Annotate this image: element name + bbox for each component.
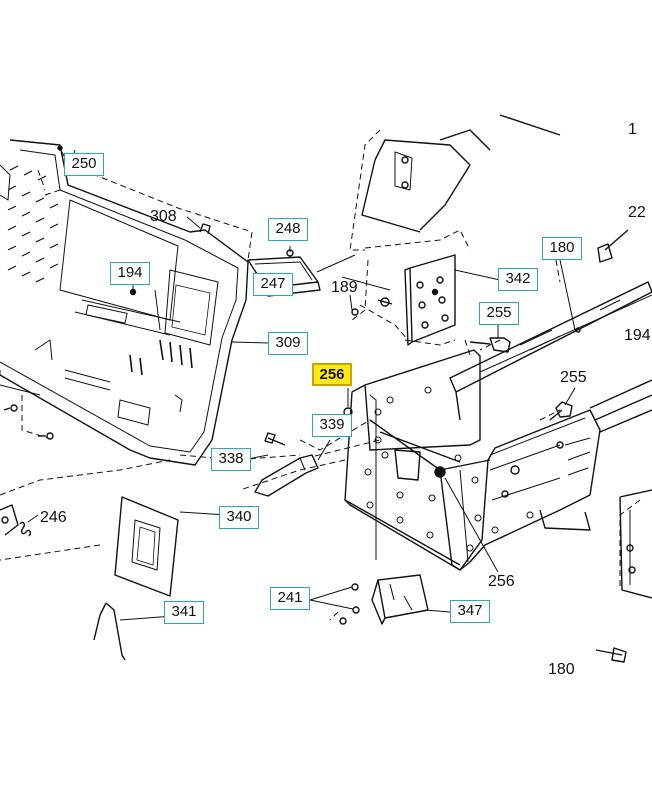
callout-194[interactable]: 194 — [110, 262, 150, 285]
label-194-right[interactable]: 194 — [624, 327, 651, 344]
label-1-top[interactable]: 1 — [628, 121, 637, 138]
callout-189[interactable]: 189 — [331, 279, 358, 296]
callout-255-upper[interactable]: 255 — [479, 302, 519, 325]
callout-247[interactable]: 247 — [253, 273, 293, 296]
callout-342[interactable]: 342 — [498, 268, 538, 291]
part-180-rail — [449, 281, 652, 421]
top-bracket — [361, 114, 561, 233]
part-241-screws — [309, 583, 360, 625]
callout-339[interactable]: 339 — [312, 414, 352, 437]
label-180-bottom[interactable]: 180 — [548, 661, 575, 678]
lower-rail — [589, 379, 652, 433]
callout-341[interactable]: 341 — [164, 601, 204, 624]
part-255-upper — [469, 337, 511, 353]
part-189 — [351, 297, 393, 316]
part-342 — [404, 254, 456, 346]
callout-241[interactable]: 241 — [270, 587, 310, 610]
part-340 — [114, 496, 179, 597]
label-22[interactable]: 22 — [628, 204, 646, 221]
part-308 — [199, 223, 211, 235]
part-22 — [597, 229, 629, 263]
part-339 — [254, 407, 353, 497]
callout-248[interactable]: 248 — [268, 218, 308, 241]
part-341 — [93, 602, 126, 661]
callout-309[interactable]: 309 — [268, 332, 308, 355]
right-edge-bracket — [619, 489, 652, 599]
label-246[interactable]: 246 — [40, 509, 67, 526]
callout-308[interactable]: 308 — [150, 208, 177, 225]
callout-250[interactable]: 250 — [64, 153, 104, 176]
part-255-lower — [549, 401, 573, 421]
callout-338[interactable]: 338 — [211, 448, 251, 471]
part-246 — [0, 504, 31, 537]
callout-340[interactable]: 340 — [219, 506, 259, 529]
callout-180[interactable]: 180 — [542, 237, 582, 260]
callout-347[interactable]: 347 — [450, 600, 490, 623]
label-256-lower[interactable]: 256 — [488, 573, 515, 590]
bottom-right-bolt — [595, 647, 627, 663]
label-255-lower[interactable]: 255 — [560, 369, 587, 386]
panel-309 — [0, 139, 249, 466]
callout-256-highlighted[interactable]: 256 — [312, 363, 352, 386]
part-347 — [371, 574, 429, 625]
main-frame — [344, 349, 601, 571]
